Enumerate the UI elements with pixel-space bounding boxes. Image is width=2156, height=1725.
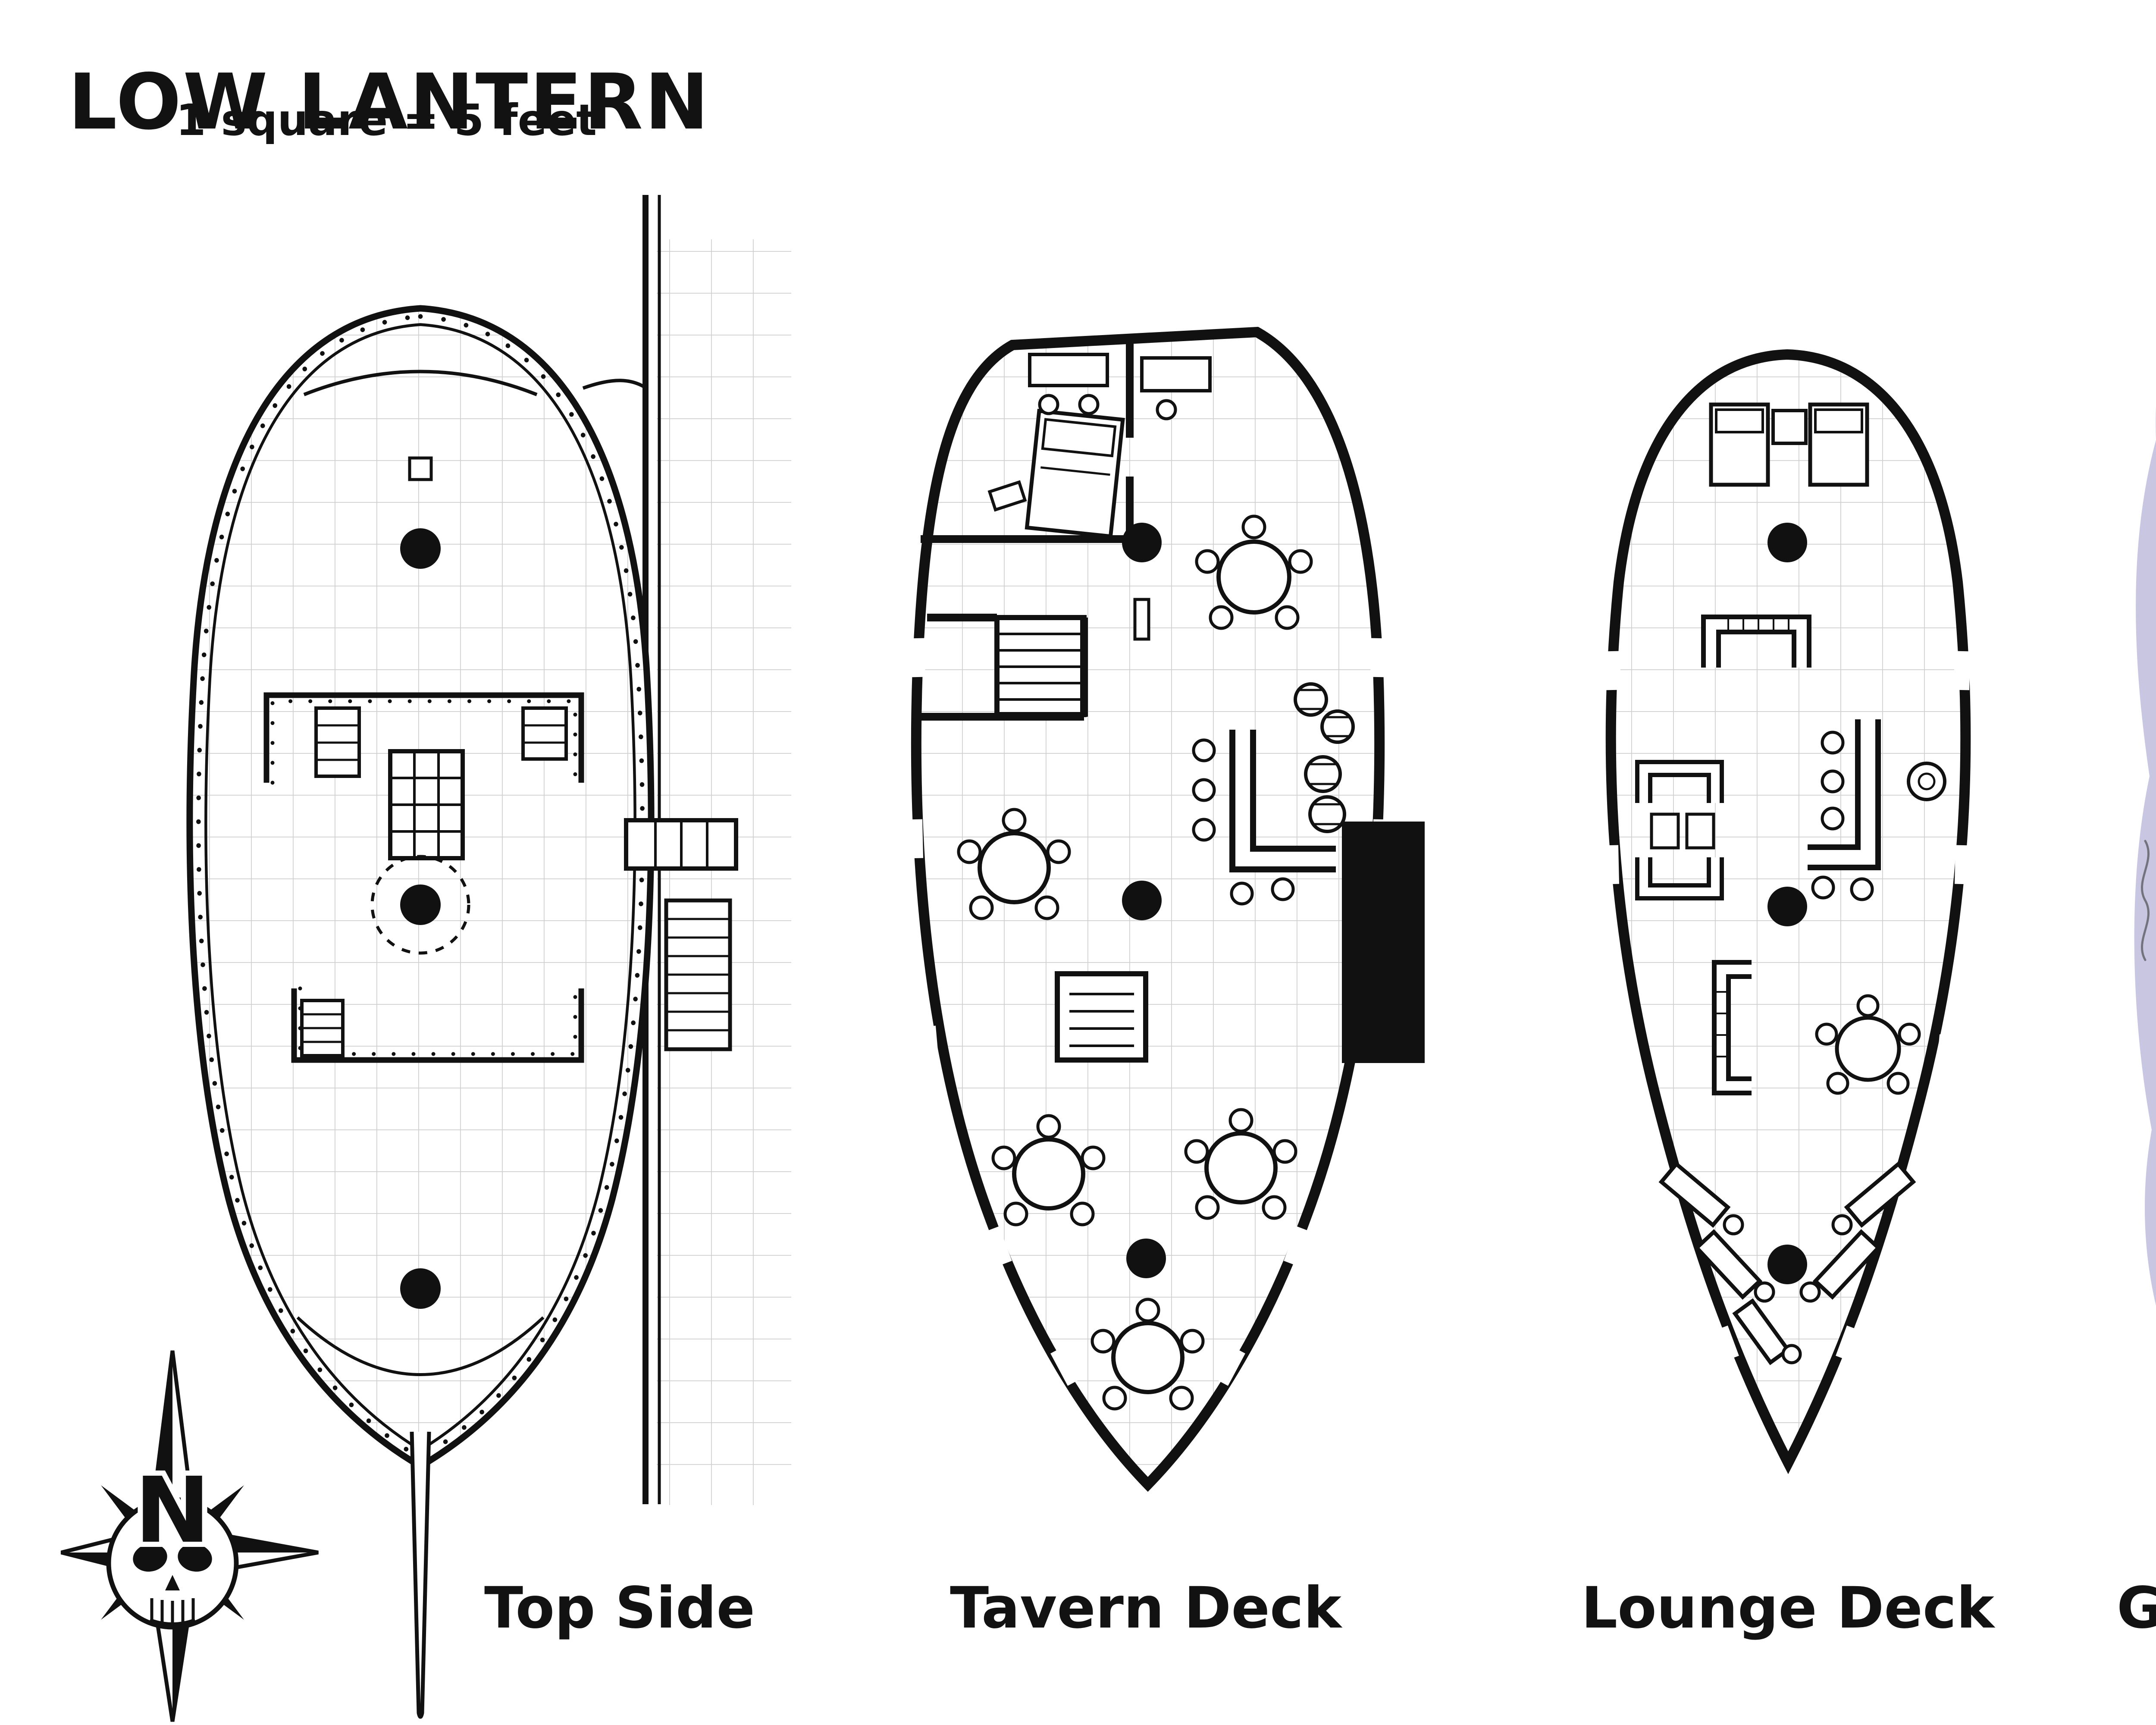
gangplank: [624, 818, 738, 871]
side-table: [1907, 762, 1946, 801]
shelf: [987, 480, 1027, 512]
bed: [1025, 408, 1125, 539]
mast-marker: [1122, 881, 1162, 920]
skylight-grate: [388, 749, 465, 860]
upper-deck-railing: [263, 692, 584, 785]
stool: [1754, 1281, 1775, 1303]
bar-counter: [1808, 719, 1881, 870]
compass-north-label: N: [135, 1458, 210, 1563]
bar-stool: [1821, 731, 1845, 755]
bar-stool: [1230, 881, 1254, 906]
stool: [1723, 1214, 1744, 1236]
coffee-table: [1650, 812, 1680, 850]
bar-counter: [1229, 730, 1336, 872]
stool: [1038, 394, 1059, 415]
stairs: [300, 999, 345, 1057]
stairs: [314, 706, 361, 778]
bench: [1812, 1229, 1881, 1300]
deck-plan-lounge-deck: [1603, 354, 1971, 1463]
round-table-with-stools: [991, 1114, 1106, 1226]
deck-hatch-box: [408, 456, 433, 481]
sofa: [1635, 857, 1724, 900]
bar-stool: [1271, 877, 1295, 901]
stairs: [521, 706, 568, 761]
coffee-table: [1685, 812, 1715, 850]
stool: [1781, 1344, 1802, 1364]
lamp-post: [1133, 598, 1150, 641]
bed: [1709, 402, 1770, 487]
deck-label-lounge-deck: Lounge Deck: [1581, 1575, 1994, 1641]
porthole-gaps: [1603, 651, 1971, 1361]
bar-stool: [1192, 818, 1216, 842]
stool: [1799, 1281, 1821, 1303]
bar-stool: [1821, 769, 1845, 794]
mast-marker: [400, 528, 441, 569]
table: [1140, 356, 1212, 392]
lower-deck-railing: [291, 986, 584, 1063]
map-scale-note: 1 square = 5 feet: [176, 95, 597, 145]
dock-stairs: [664, 898, 732, 1051]
sofa: [1712, 960, 1752, 1095]
sofa: [1635, 760, 1724, 803]
mast-ring: [370, 855, 470, 955]
bench: [1658, 1161, 1731, 1228]
stool: [1078, 394, 1100, 415]
captains-cabin: [921, 337, 1212, 543]
mast-marker: [1122, 523, 1162, 562]
round-table-with-stools: [1184, 1108, 1297, 1220]
bar-stool: [1850, 877, 1874, 901]
stage-platform: [1342, 822, 1425, 1063]
round-table-with-stools: [1815, 994, 1921, 1095]
mast-marker: [1767, 523, 1807, 562]
table: [1028, 353, 1109, 387]
map-title: LOW LANTERN: [68, 57, 711, 147]
stairwell: [915, 614, 1088, 721]
deck-label-tavern-deck: Tavern Deck: [950, 1575, 1341, 1641]
deck-label-guest-quarters: Guest Quarters: [2116, 1575, 2156, 1641]
mooring-rope: [582, 379, 649, 391]
stern-rail: [303, 370, 538, 396]
mast-marker: [400, 1268, 441, 1309]
night-table: [1771, 409, 1808, 445]
bench: [1732, 1298, 1791, 1365]
bar-stool: [1811, 875, 1835, 900]
round-table-with-stools: [957, 808, 1071, 920]
mast-marker: [400, 884, 441, 925]
bench: [1844, 1161, 1916, 1228]
deck-plan-top-side: [190, 195, 791, 1719]
round-table-with-stools: [1195, 514, 1313, 630]
bowsprit: [410, 1431, 431, 1719]
sofa: [1701, 615, 1811, 668]
mast-marker: [1126, 1239, 1166, 1278]
compass-rose: N: [60, 1350, 319, 1722]
bench: [1694, 1229, 1763, 1300]
barrels: [1294, 682, 1355, 833]
bow-planking: [296, 1316, 545, 1376]
bed: [1808, 402, 1869, 487]
deck-plan-tavern-deck: [907, 332, 1425, 1484]
skull-icon: [106, 1497, 239, 1630]
stool: [1156, 399, 1177, 420]
deck-label-top-side: Top Side: [484, 1575, 755, 1641]
round-table-with-stools: [1091, 1298, 1205, 1411]
mast-marker: [1767, 887, 1807, 926]
bar-stool: [1192, 738, 1216, 762]
bar-stool: [1821, 806, 1845, 831]
bar-stool: [1192, 778, 1216, 802]
mast-marker: [1767, 1245, 1807, 1284]
square-table: [1055, 971, 1148, 1063]
harbor-water: [2134, 408, 2156, 1306]
stool: [1831, 1214, 1853, 1236]
